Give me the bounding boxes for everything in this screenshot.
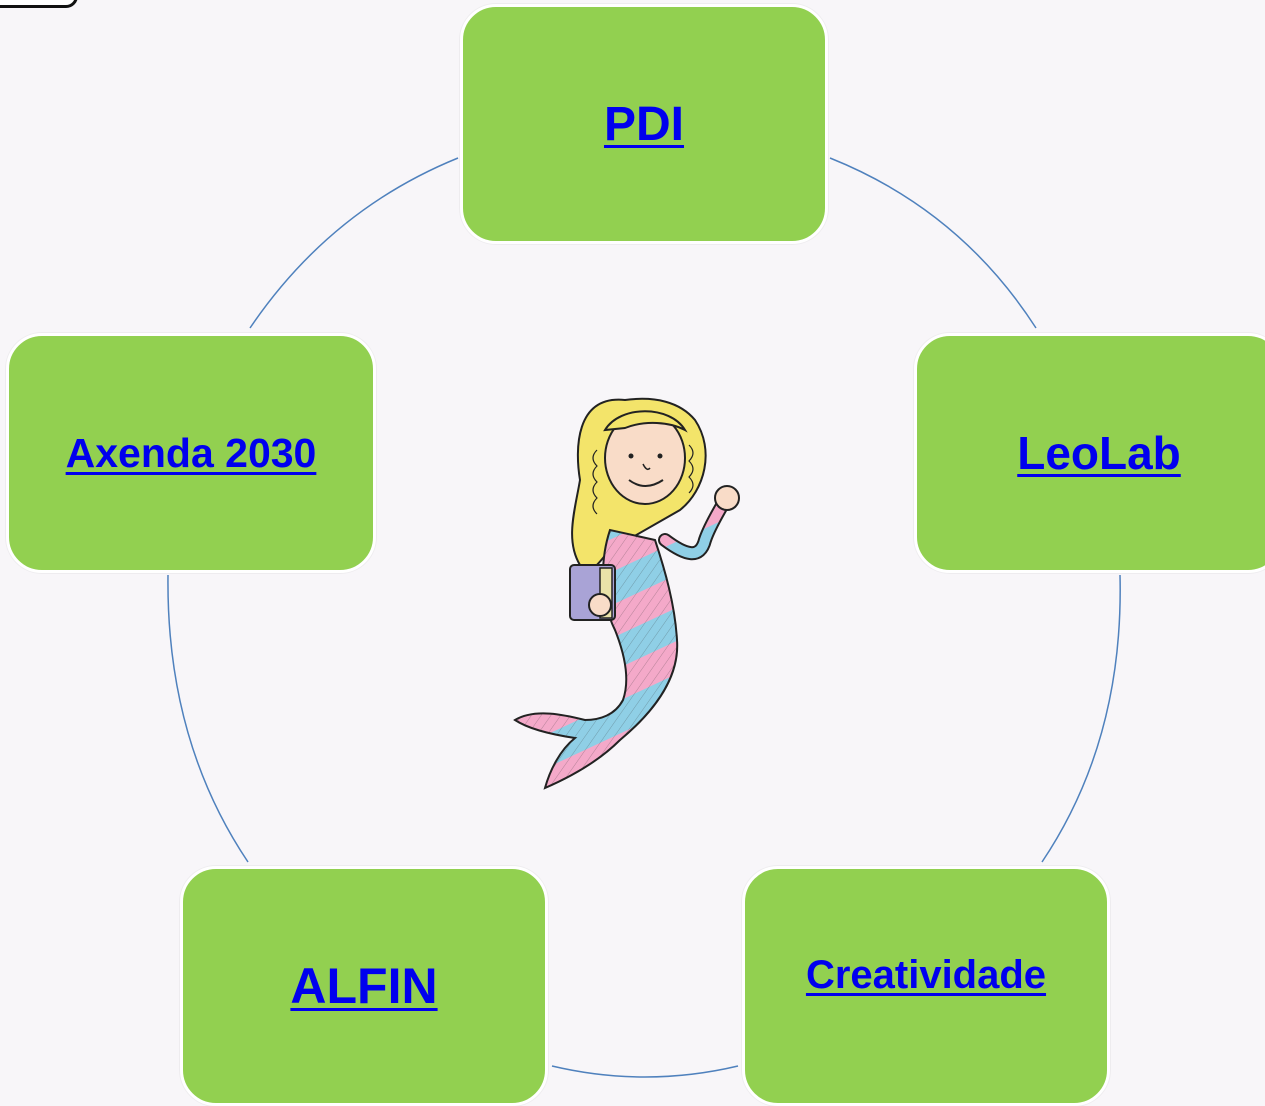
connector-pdi-leolab — [829, 157, 1037, 329]
axenda-link[interactable]: Axenda 2030 — [65, 429, 317, 476]
pdi-link[interactable]: PDI — [603, 97, 684, 151]
node-axenda: Axenda 2030 — [6, 333, 376, 573]
connector-leolab-creatividade — [1041, 574, 1121, 863]
connector-axenda-pdi — [249, 157, 459, 329]
node-leolab: LeoLab — [914, 333, 1265, 573]
connector-alfin-axenda — [167, 574, 249, 863]
mermaid-illustration — [513, 397, 740, 790]
creatividade-link[interactable]: Creatividade — [805, 953, 1047, 997]
node-creatividade: Creatividade — [742, 866, 1110, 1106]
alfin-link[interactable]: ALFIN — [290, 958, 438, 1014]
node-alfin: ALFIN — [180, 866, 548, 1106]
node-pdi: PDI — [460, 4, 828, 244]
leolab-link[interactable]: LeoLab — [1017, 427, 1181, 479]
connector-creatividade-alfin — [551, 1065, 739, 1078]
